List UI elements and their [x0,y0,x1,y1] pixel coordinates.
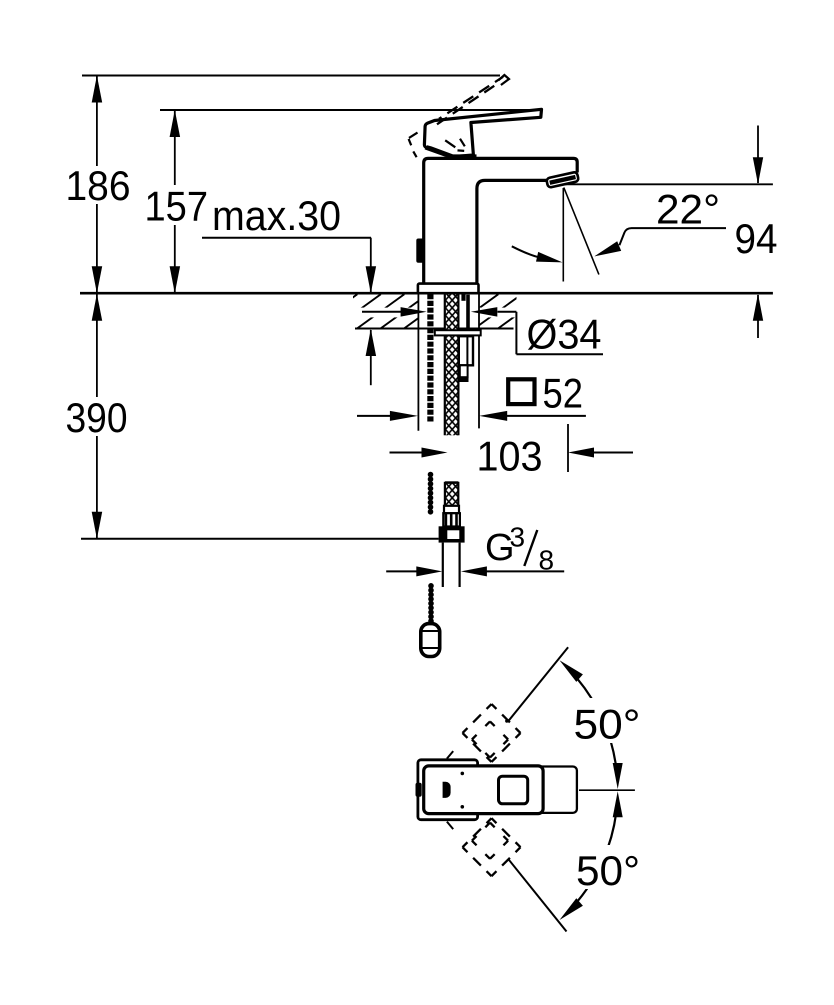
svg-text:8: 8 [539,545,555,576]
svg-text:94: 94 [735,215,778,262]
svg-text:3: 3 [510,522,526,553]
svg-text:50°: 50° [574,700,641,747]
svg-text:390: 390 [66,394,128,441]
svg-text:157: 157 [145,183,209,230]
svg-text:52: 52 [543,370,584,417]
svg-text:G: G [485,527,515,569]
svg-text:103: 103 [477,432,543,479]
svg-text:50°: 50° [576,847,640,894]
svg-text:max.30: max.30 [212,192,341,239]
svg-text:22°: 22° [656,185,720,232]
svg-text:186: 186 [66,162,131,209]
svg-text:Ø34: Ø34 [527,310,602,357]
